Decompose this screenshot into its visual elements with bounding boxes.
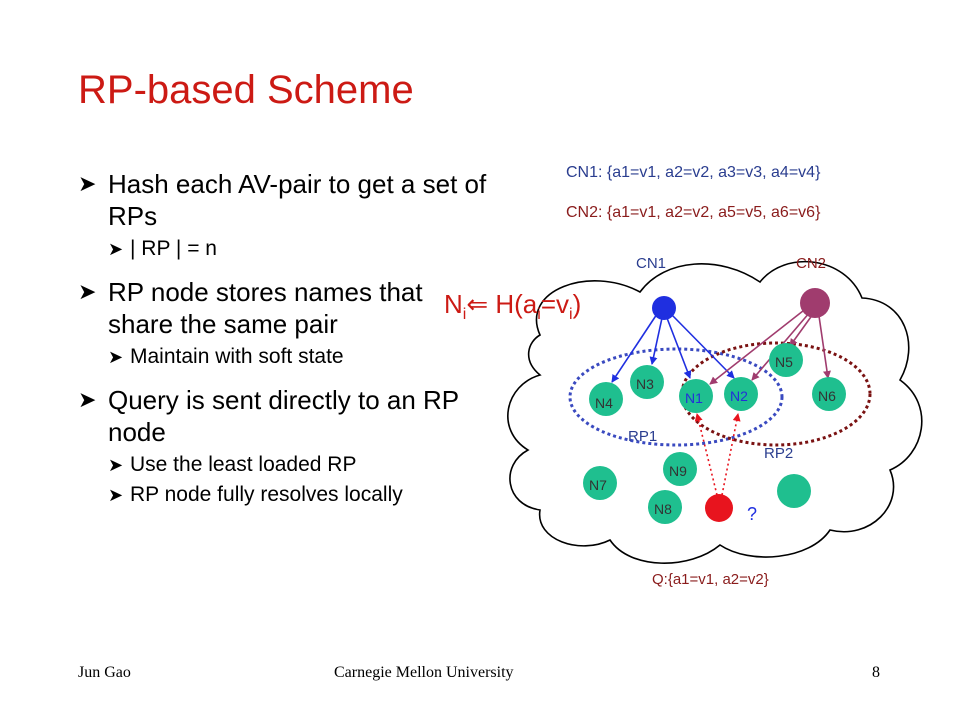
cn2-attributes: CN2: {a1=v1, a2=v2, a5=v5, a6=v6} — [566, 204, 821, 221]
node-n8 — [648, 490, 682, 524]
rp2-label: RP2 — [764, 445, 793, 462]
cn2-edge-n6 — [818, 315, 831, 379]
footer-author: Jun Gao — [78, 664, 131, 681]
node-n6-label: N6 — [818, 388, 836, 404]
cn2-label: CN2 — [796, 255, 826, 272]
cn1-edge-n4 — [611, 313, 658, 383]
cn1-attributes: CN1: {a1=v1, a2=v2, a3=v3, a4=v4} — [566, 164, 821, 181]
node-n9 — [663, 452, 697, 486]
page-number: 8 — [872, 664, 880, 681]
sub-bullet-arrow-icon: ➤ — [108, 239, 124, 259]
node-n4 — [589, 382, 623, 416]
cn1-edge-n1 — [666, 317, 692, 379]
node-n9-label: N9 — [669, 463, 687, 479]
rp1-region — [568, 347, 784, 447]
node-n1 — [679, 379, 713, 413]
cn1-label: CN1 — [636, 255, 666, 272]
node-n5 — [769, 343, 803, 377]
sub-bullet-item: ➤Use the least loaded RP — [108, 453, 357, 476]
slide-title: RP-based Scheme — [78, 68, 414, 112]
bullet-arrow-icon: ➤ — [78, 171, 97, 196]
node-n7-label: N7 — [589, 477, 607, 493]
rp1-label: RP1 — [628, 428, 657, 445]
node-unlabeled — [777, 474, 811, 508]
node-n2 — [724, 377, 758, 411]
query-node — [705, 494, 733, 522]
node-n4-label: N4 — [595, 395, 613, 411]
query-edge-n2 — [721, 413, 741, 496]
bullet-item: ➤Hash each AV-pair to get a set of RPs — [78, 169, 487, 231]
node-n6 — [812, 377, 846, 411]
cn2-node — [800, 288, 830, 318]
node-n3 — [630, 365, 664, 399]
node-n1-label: N1 — [685, 390, 703, 406]
cn2-edge-n1 — [709, 306, 809, 385]
sub-bullet-arrow-icon: ➤ — [108, 455, 124, 475]
cn1-edge-n2 — [671, 314, 735, 379]
node-n5-label: N5 — [775, 354, 793, 370]
query-mark: ? — [747, 504, 757, 524]
cn1-node — [652, 296, 676, 320]
query-edge-n1 — [694, 413, 718, 496]
hash-formula: Ni⇐ H(ai=vi) — [444, 289, 581, 323]
rp2-region — [680, 341, 872, 447]
bullet-arrow-icon: ➤ — [78, 387, 97, 412]
cn2-edge-n5 — [789, 313, 814, 347]
bullet-item: ➤RP node stores names that share the sam… — [78, 277, 423, 339]
node-n2-label: N2 — [730, 388, 748, 404]
bullet-arrow-icon: ➤ — [78, 279, 97, 304]
bullet-list: ➤Hash each AV-pair to get a set of RPs ➤… — [78, 168, 488, 512]
node-n7 — [583, 466, 617, 500]
sub-bullet-item: ➤| RP | = n — [108, 237, 217, 260]
sub-bullet-arrow-icon: ➤ — [108, 485, 124, 505]
node-n8-label: N8 — [654, 501, 672, 517]
sub-bullet-item: ➤Maintain with soft state — [108, 345, 344, 368]
sub-bullet-arrow-icon: ➤ — [108, 347, 124, 367]
footer-org: Carnegie Mellon University — [334, 664, 514, 681]
sub-bullet-item: ➤RP node fully resolves locally — [108, 483, 403, 506]
node-n3-label: N3 — [636, 376, 654, 392]
cn1-edge-n3 — [649, 317, 663, 365]
bullet-item: ➤Query is sent directly to an RP node — [78, 385, 459, 447]
query-label: Q:{a1=v1, a2=v2} — [652, 571, 769, 588]
